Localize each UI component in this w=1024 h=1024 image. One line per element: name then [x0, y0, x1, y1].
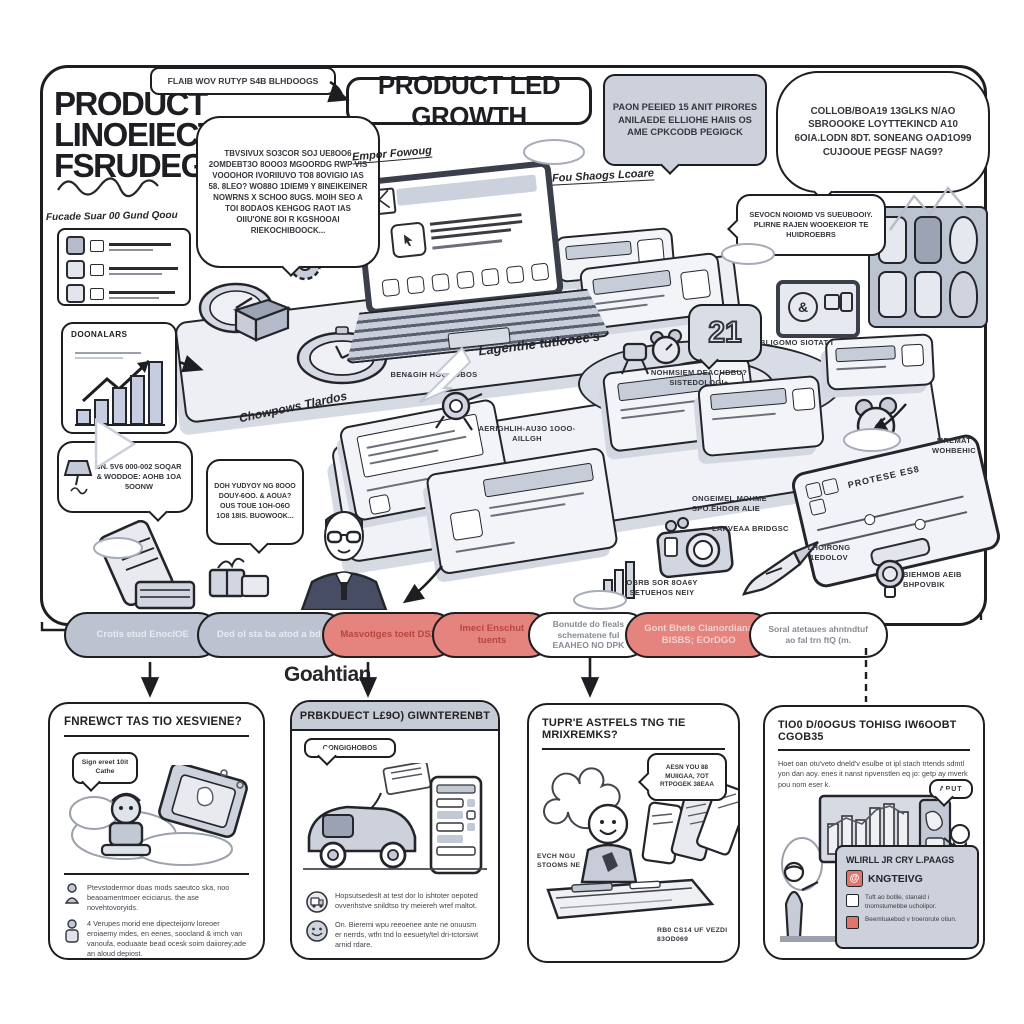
speech-bubble-small-text: SEVOCN NOIOMD VS SUEUBOOIY. PLIRNE RAJEN… — [749, 210, 873, 239]
man-speech-bubble: DOH YUDYOY NG 8OOO DOUY-6OO. & AOUA? OUS… — [206, 459, 304, 554]
speech-bubble-left: TBVSIVUX SO3COR SOJ UE8OO6 2OMDEBT3O 8OO… — [196, 116, 380, 277]
alarm-clock-icon — [650, 329, 682, 365]
panel-side-label: EVCH NGU STOOMS NE — [537, 853, 581, 869]
goal-label: Goahtian — [284, 663, 372, 686]
speech-bubble-mid-gray: PAON PEEIED 15 ANIT PIRORES ANILAEDE ELL… — [603, 74, 767, 175]
count-badge-text: 21 — [707, 315, 742, 350]
card-brand: KNGTEIVG — [868, 872, 923, 885]
label-aerighl: AERIGHLIH-AU3O 1OOO-AILLGH — [478, 424, 576, 443]
tag-icon — [90, 263, 104, 276]
panel-title: PRBKDUECT L£9O) GIWNTERENBT — [299, 709, 491, 722]
lamp-icon — [63, 460, 93, 495]
speech-bubble-right: COLLOB/BOA19 13GLKS N/AO SBROOOKE LOYTTE… — [776, 71, 990, 202]
speech-bubble-small: SEVOCN NOIOMD VS SUEUBOOIY. PLIRNE RAJEN… — [727, 194, 886, 256]
boy-phones-illustration — [543, 767, 738, 920]
car-phone-illustration — [303, 763, 487, 875]
at-badge-icon: @ — [846, 870, 863, 887]
card-title: WLIRLL JR CRY L.PAAGS — [846, 855, 955, 865]
label-obrb: OBRB SOR 8OA6Y SETUEHOS NEIY — [626, 578, 698, 597]
delivery-truck-icon — [306, 891, 328, 913]
phone-icon — [98, 520, 196, 610]
thumbnail-icon — [66, 236, 85, 255]
lamp-note-bubble: 3N. 5V6 000-002 SOQAR & WODDOE: AOHB 1OA… — [57, 441, 193, 522]
camera-icon — [656, 517, 734, 579]
growth-chart-card: DOONALARS — [61, 322, 177, 434]
timeline-segment: Ded ol sta ba atod a bds — [197, 612, 346, 658]
panel-bullet: Ptevstodermor doas mods saeutco ska, noo… — [64, 883, 249, 913]
chart-title: DOONALARS — [71, 330, 128, 339]
thumbnail-icon — [66, 284, 85, 303]
label-mremat: MREMAT WOHBEHIC — [931, 436, 977, 455]
label-biehmob: BIEHMOB AEIB BHPOVBIK — [903, 570, 962, 589]
tag-icon — [90, 239, 104, 252]
robot-tablet-illustration — [69, 765, 248, 866]
panel-bullet: 4 Verupes morid ene dipecteijonv loreoer… — [64, 919, 249, 958]
smiley-icon — [306, 920, 328, 942]
icon-row-sketch — [381, 262, 550, 297]
panel-bubble: AESN YOU 88 MUIIGAA, 7OT RTPOGEK 38EAA — [638, 753, 727, 801]
panel-caption: RB0 CS14 UF VEZDI 83OD069 — [657, 927, 728, 943]
panel-title: TIO0 D/0OGUS TOHISG IW6OOBT CGOB35 — [778, 719, 957, 743]
alarm-clock-icon — [854, 396, 898, 446]
panel-bubble: OONGIGHOBOS — [304, 738, 396, 766]
top-note-text: FLAIB WOV RUTYP S4B BLHDOOGS — [167, 76, 319, 86]
timeline-bar: Crotis etud EnoclOE Ded ol sta ba atod a… — [64, 612, 990, 658]
device-box — [824, 333, 936, 391]
panel-bubble: Sign ereet 10it Cathe — [72, 752, 138, 792]
checkbox-icon — [846, 894, 859, 907]
panel-product-investment: PRBKDUECT L£9O) GIWNTERENBT OONGIGHOBOS — [290, 700, 500, 960]
person-icon — [64, 882, 80, 904]
speech-bubble-right-text: COLLOB/BOA19 13GLKS N/AO SBROOOKE LOYTTE… — [794, 105, 972, 158]
panel-paragraph: Hoet oan otu'veto dneld'v esulbe ot ipl … — [778, 759, 968, 789]
panel-bubble: APUT — [929, 779, 973, 807]
label-lhoirong: LHOIRONG 1EDOLOV — [807, 543, 851, 562]
panel-bullet: Hopsutsedeslt at test dor lo ishtoter oe… — [306, 891, 484, 913]
thumbnail-icon — [66, 260, 85, 279]
man-avatar — [300, 511, 388, 610]
search-bar-sketch — [396, 174, 538, 206]
card-line: Beemtuaebod v troerorute otiun. — [865, 916, 957, 924]
label-lapveaa: LAPVEAA BRIDGSC — [712, 524, 789, 533]
checkbox-icon — [846, 916, 859, 930]
list-row — [66, 260, 182, 279]
label-ongeimel: ONGEIMEL MOHME SPO.EHDOR ALIE — [692, 494, 767, 513]
speech-bubble-mid-text: PAON PEEIED 15 ANIT PIRORES ANILAEDE ELL… — [612, 102, 758, 138]
panel-title: TUPR'E ASTFELS TNG TIE MRIXREMKS? — [542, 717, 686, 741]
person-box-icon — [65, 919, 79, 943]
hole-punch-icon — [233, 298, 292, 342]
timeline-segment: Soral atetaues ahntndtuf ao fal trn ftQ … — [748, 612, 888, 658]
count-badge: 21 — [688, 304, 762, 370]
panel-strategy: FNREWCT TAS TIO XESVIENE? Sign ereet 10i… — [48, 702, 265, 960]
label-bengih: BEN&GIH HOOMOBOS — [390, 370, 478, 379]
panel-title-bar: PRBKDUECT L£9O) GIWNTERENBT — [292, 702, 498, 731]
pricing-card: WLIRLL JR CRY L.PAAGS @ KNGTEIVG Tuft ao… — [835, 845, 979, 949]
tag-icon — [90, 287, 104, 300]
timeline-segment: Gont Bhete Clanordiana BISBS; EOrDGO — [624, 612, 773, 658]
magnifier-icon — [875, 559, 905, 598]
gadget-walker-doodle — [621, 342, 649, 375]
cursor-button-sketch — [389, 221, 428, 259]
speech-bubble-left-text: TBVSIVUX SO3COR SOJ UE8OO6 2OMDEBT3O 8OO… — [208, 148, 368, 236]
man-speech-text: DOH YUDYOY NG 8OOO DOUY-6OO. & AOUA? OUS… — [214, 483, 296, 520]
card-line: Tuft ao botlle, stanald i tnomstumebbe u… — [865, 894, 937, 910]
list-card-header: Fucade Suar 00 Gund Qoou — [45, 209, 178, 224]
organizer-box-icon — [868, 206, 988, 328]
list-row — [66, 284, 182, 303]
wireframe-list-card — [57, 228, 191, 306]
panel-dashboard: TIO0 D/0OGUS TOHISG IW6OOBT CGOB35 Hoet … — [763, 705, 985, 960]
main-title: PRODUCT LED GROWTH — [377, 70, 561, 131]
lamp-note-text: 3N. 5V6 000-002 SOQAR & WODDOE: AOHB 1OA… — [96, 462, 182, 491]
bar-chart — [75, 352, 165, 426]
label-nohmsiem: NOHMSIEM DEACHDBU? SISTEDOLOGI+ — [650, 368, 748, 387]
tv-icon: & — [776, 280, 860, 338]
gift-icon — [208, 557, 270, 598]
panel-title: FNREWCT TAS TIO XESVIENE? — [64, 716, 242, 728]
panel-maker: TUPR'E ASTFELS TNG TIE MRIXREMKS? AESN Y… — [527, 703, 740, 963]
list-row — [66, 236, 182, 255]
tablet-screen-text: PROTESE ES8 — [846, 463, 921, 491]
main-title-banner: PRODUCT LED GROWTH — [346, 70, 592, 131]
rocket-icon — [742, 540, 819, 596]
panel-bullet: On. Bieremi wpu reeoenee ante ne onuusm … — [306, 920, 484, 950]
top-note: FLAIB WOV RUTYP S4B BLHDOOGS — [150, 67, 336, 95]
